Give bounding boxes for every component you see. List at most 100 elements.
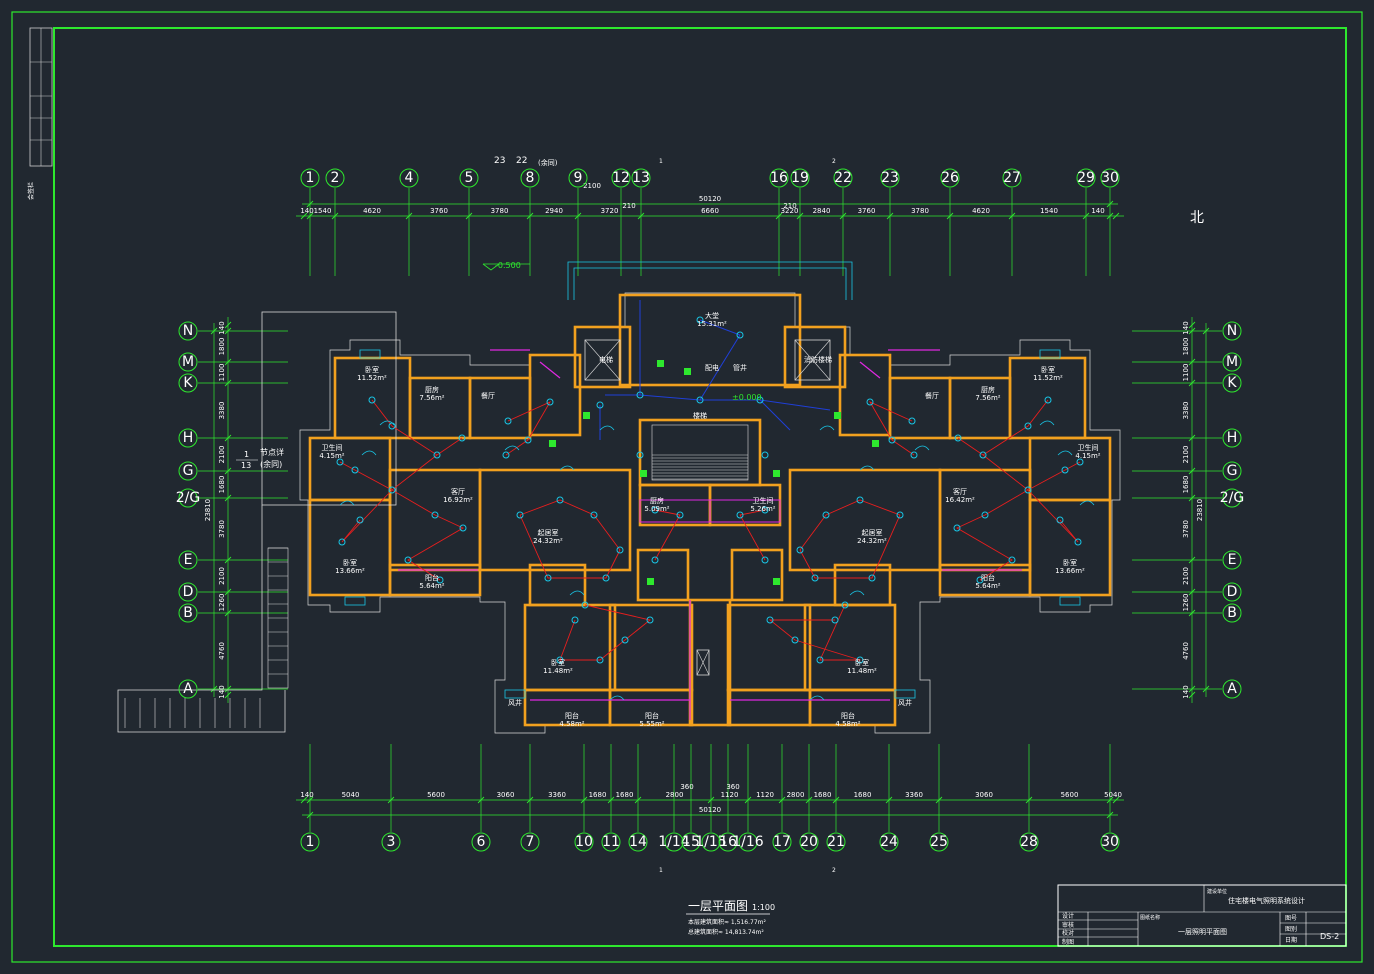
- lamp-47: [856, 496, 864, 504]
- axis-bubble-left-B: [178, 603, 198, 623]
- dim-bottom-tick-5: [580, 796, 588, 804]
- building-plan: [117, 261, 1121, 734]
- dim-left-label-6: 3780: [218, 520, 226, 538]
- dim-right-tick-11: [1188, 691, 1196, 699]
- dim-right-label-9: 4760: [1182, 642, 1190, 660]
- dim-right-total-tick-1: [1202, 685, 1210, 693]
- axis-bubble-bottom-11: [601, 832, 621, 852]
- axis-label-top-26: 26: [941, 170, 959, 186]
- signoff-strip: 会签栏: [27, 27, 53, 200]
- room-label-24: 厨房7.56m²: [975, 385, 1000, 402]
- wall-left-bedroom-s: [308, 498, 392, 597]
- axis-label-right-N: N: [1227, 323, 1237, 339]
- lamp-41: [841, 601, 849, 609]
- dim-top-tick-13: [1008, 212, 1016, 220]
- door-swing-8: [361, 450, 377, 456]
- lamp-4: [504, 417, 512, 425]
- wall-right-parlor: [788, 468, 942, 572]
- room-area-7: 24.32m²: [533, 537, 563, 545]
- dim-top-tick-14: [1082, 212, 1090, 220]
- room-area-25: 11.52m²: [1033, 374, 1063, 382]
- dim-top-label-2: 4620: [363, 207, 381, 215]
- dim-top-label-4: 3780: [491, 207, 509, 215]
- wall-stair: [638, 418, 762, 487]
- dim-bottom-label-11: 1680: [814, 791, 832, 799]
- elevation-mark-north: -0.500: [482, 261, 530, 271]
- lamp-42: [831, 616, 839, 624]
- room-name-22: 卧室: [1063, 558, 1077, 567]
- wiring-run-7: [654, 509, 681, 561]
- axis-label-bottom-3: 3: [387, 834, 396, 850]
- axis-label-top-8: 8: [526, 170, 535, 186]
- dim-left-tick-5: [224, 467, 232, 475]
- lamp-59: [866, 398, 874, 406]
- room-name-9: 电梯: [599, 355, 613, 364]
- axis-label-bottom-1/15: 1/15: [695, 834, 726, 850]
- lamp-56: [979, 451, 987, 459]
- dim-top-label-11: 3780: [911, 207, 929, 215]
- dim-bottom-label-14: 3060: [975, 791, 993, 799]
- room-area-14: 5.09m²: [644, 505, 669, 513]
- axis-label-bottom-16: 16: [719, 834, 737, 850]
- room-area-26: 4.15m²: [1075, 452, 1100, 460]
- axis-label-right-K: K: [1227, 375, 1237, 391]
- wall-corridor-s: [688, 598, 732, 727]
- lamp-43: [811, 574, 819, 582]
- shaft-south-diag-2: [696, 649, 710, 676]
- axis-bubble-top-13: [631, 168, 651, 188]
- axis-label-bottom-17: 17: [773, 834, 791, 850]
- axis-bubble-bottom-17: [772, 832, 792, 852]
- axis-bubble-right-2/G: [1222, 488, 1242, 508]
- wall-left-kitchen: [408, 376, 472, 440]
- lamp-48: [896, 511, 904, 519]
- axis-label-left-G: G: [183, 463, 194, 479]
- window-unit-5: [894, 689, 916, 699]
- axis-bubble-top-30: [1100, 168, 1120, 188]
- door-swing-15: [809, 695, 825, 701]
- room-area-21: 16.42m²: [945, 496, 975, 504]
- wall-elevator-left: [573, 325, 632, 389]
- room-label-27: 阳台5.64m²: [975, 573, 1000, 590]
- axis-bubble-bottom-15: [681, 832, 701, 852]
- window-unit-2: [344, 596, 366, 606]
- dim-top-label-7: 6660: [701, 207, 719, 215]
- tb-sheet-no: DS-2: [1320, 932, 1339, 941]
- north-label: 北: [1190, 210, 1204, 226]
- dim-top-label-12: 4620: [972, 207, 990, 215]
- distribution-box-5: [684, 368, 691, 375]
- axis-label-bottom-7: 7: [526, 834, 535, 850]
- wall-left-lower-kitchen: [528, 563, 587, 607]
- wiring-run-2: [391, 489, 464, 581]
- door-swing-6: [914, 445, 930, 451]
- dim-top-sub-2: 210: [783, 202, 796, 210]
- dim-bottom-label-13: 3360: [905, 791, 923, 799]
- dim-bottom-tick-10: [778, 796, 786, 804]
- room-label-13: 消防楼梯: [804, 355, 832, 364]
- tb-row-2: 审核: [1062, 921, 1074, 929]
- axis-label-left-M: M: [182, 354, 194, 370]
- dim-left-tick-0: [224, 321, 232, 329]
- dim-bottom-tick-14: [935, 796, 943, 804]
- room-area-10: 15.31m²: [697, 320, 727, 328]
- axis-label-top-19: 19: [791, 170, 809, 186]
- dim-top-tick-1: [306, 212, 314, 220]
- lamp-37: [766, 616, 774, 624]
- plan-title-block: 一层平面图 1:100 本层建筑面积≈ 1,516.77m² 总建筑面积≈ 14…: [686, 899, 775, 936]
- door-swing-3: [599, 425, 615, 431]
- room-label-11: 配电: [705, 363, 719, 372]
- lamp-50: [981, 511, 989, 519]
- dim-right-tick-2: [1188, 358, 1196, 366]
- tb-row-3: 校对: [1062, 929, 1074, 937]
- dim-top-label-1: 1540: [314, 207, 332, 215]
- door-swing-5: [859, 465, 875, 471]
- room-name-28: 卧室: [855, 658, 869, 667]
- tb-project: 住宅楼电气照明系统设计: [1228, 896, 1305, 905]
- axis-bubble-top-9: [568, 168, 588, 188]
- room-label-1: 厨房7.56m²: [419, 385, 444, 402]
- dim-bottom-tick-1: [306, 796, 314, 804]
- lamp-2: [433, 451, 441, 459]
- dim-top-label-14: 140: [1091, 207, 1104, 215]
